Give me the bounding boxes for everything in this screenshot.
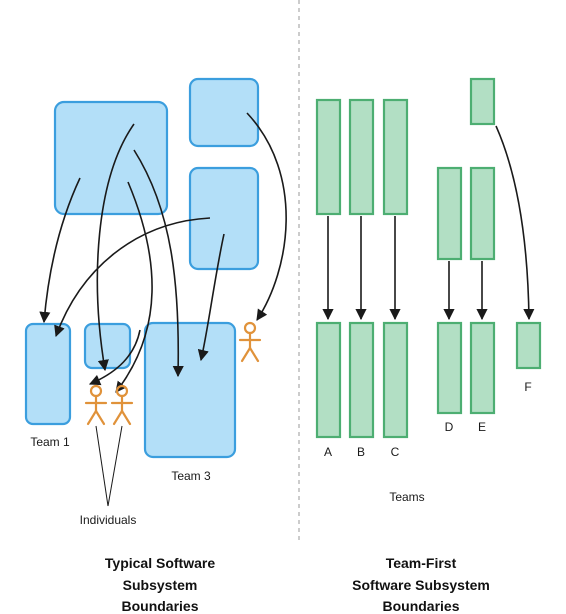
stream-label-e: E [478, 420, 486, 434]
stream-label-c: C [391, 445, 400, 459]
team1-box [24, 322, 72, 426]
stream-label-a: A [324, 445, 332, 459]
arrow [133, 149, 184, 378]
arrow [39, 177, 81, 324]
subsystem-box-b [348, 98, 375, 216]
left-caption-line-2: Subsystem [123, 577, 198, 593]
team3-box [143, 321, 237, 459]
left-panel: Team 1 Team 3 Individuals Typical Softwa… [24, 77, 287, 614]
individuals-label: Individuals [80, 513, 137, 527]
team1-label: Team 1 [30, 435, 70, 449]
right-caption-line-2: Software Subsystem [352, 577, 490, 593]
team-box-c [382, 321, 409, 439]
person-icon [84, 384, 108, 426]
team-box-b [348, 321, 375, 439]
team-box-e [469, 321, 496, 415]
team3-label: Team 3 [171, 469, 211, 483]
right-caption-line-3: Boundaries [382, 598, 459, 614]
arrow [54, 217, 211, 338]
team-box-a [315, 321, 342, 439]
arrow [88, 329, 141, 386]
person-icon [238, 321, 262, 363]
stream-label-b: B [357, 445, 365, 459]
arrow [115, 181, 153, 393]
subsystem-box-c [382, 98, 409, 216]
left-caption-line-1: Typical Software [105, 555, 215, 571]
subsystem-box-top-right [188, 77, 260, 148]
arrow [246, 112, 287, 321]
arrow [197, 233, 225, 362]
subsystem-box-large [53, 100, 169, 216]
stream-label-f: F [524, 380, 531, 394]
subsystem-box-e [469, 166, 496, 261]
subsystem-box-mid-right [188, 166, 260, 271]
subsystem-box-a [315, 98, 342, 216]
teams-label: Teams [389, 490, 424, 504]
person-icon [110, 384, 134, 426]
left-caption-line-3: Boundaries [121, 598, 198, 614]
subsystem-box-f [469, 77, 496, 126]
individuals-pointer [95, 425, 109, 507]
team-box-f [515, 321, 542, 370]
arrow [495, 125, 535, 321]
team-box-d [436, 321, 463, 415]
subsystem-box-d [436, 166, 463, 261]
arrow [96, 123, 135, 372]
stream-label-d: D [445, 420, 454, 434]
individuals-pointer [107, 425, 123, 507]
right-caption-line-1: Team-First [386, 555, 457, 571]
right-panel: A B C D E F Teams Team-First Software Su… [315, 77, 542, 614]
